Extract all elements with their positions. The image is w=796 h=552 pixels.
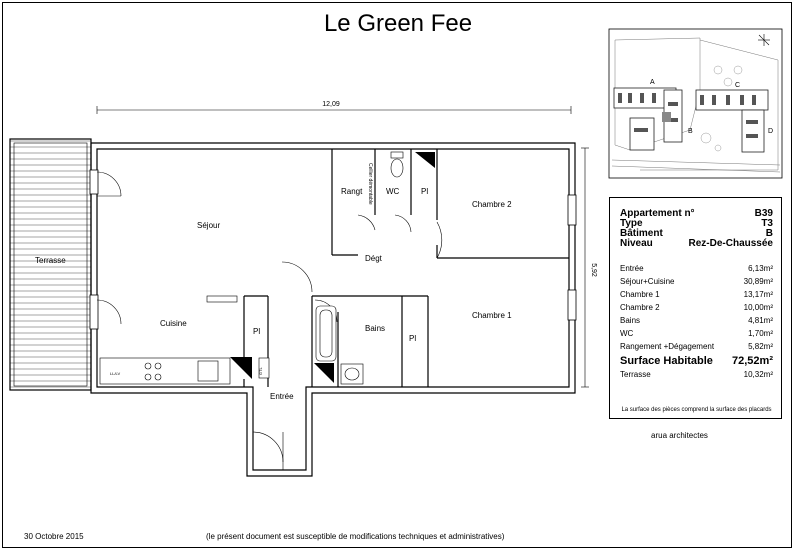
- room-terrasse: Terrasse: [35, 256, 66, 265]
- architect-label: arua architectes: [651, 431, 708, 440]
- bath-fixtures: [315, 151, 404, 385]
- interior-walls: [243, 149, 569, 387]
- site-building-a: A: [650, 79, 655, 86]
- room-chambre2: Chambre 2: [472, 200, 512, 209]
- room-cellier: Cellier démontable: [367, 163, 373, 205]
- site-plan-highlight: [662, 112, 671, 122]
- site-plan: A B C D: [608, 28, 783, 179]
- page-title: Le Green Fee: [323, 10, 473, 37]
- info-apartment: Appartement n°B39: [620, 208, 773, 219]
- room-wc: WC: [386, 187, 400, 196]
- north-arrow-icon: [758, 34, 770, 46]
- room-pl-top: Pl: [421, 187, 428, 196]
- depth-dimension: 5,92: [581, 147, 597, 388]
- room-chambre1: Chambre 1: [472, 311, 512, 320]
- room-cuisine: Cuisine: [160, 319, 187, 328]
- room-bains: Bains: [365, 324, 385, 333]
- tech-label: GTL: [258, 366, 263, 375]
- terrace-area: [9, 138, 92, 391]
- room-labels: Terrasse Séjour Cuisine Rangt WC Cellier…: [35, 163, 512, 401]
- room-pl-bath: Pl: [409, 334, 416, 343]
- window-markers: [89, 169, 577, 330]
- kitchen-counter: [99, 357, 231, 385]
- surface-note: La surface des pièces comprend la surfac…: [621, 407, 772, 413]
- room-sejour: Séjour: [197, 221, 220, 230]
- room-rangt: Rangt: [341, 187, 363, 196]
- site-building-c: C: [735, 82, 740, 89]
- appliance-label: LL/LV: [110, 371, 120, 376]
- footer-disclaimer: (le présent document est susceptible de …: [206, 532, 505, 541]
- footer-date: 30 Octobre 2015: [24, 532, 84, 541]
- room-entree: Entrée: [270, 392, 294, 401]
- room-degt: Dégt: [365, 254, 383, 263]
- site-building-d: D: [768, 128, 773, 135]
- width-dimension-label: 12,09: [322, 101, 340, 108]
- site-building-b: B: [688, 128, 693, 135]
- outer-walls: [90, 142, 576, 477]
- room-pl-kitchen: Pl: [253, 327, 260, 336]
- depth-dimension-label: 5,92: [590, 263, 597, 277]
- door-swings: [96, 171, 443, 470]
- width-dimension: 12,09: [96, 101, 572, 114]
